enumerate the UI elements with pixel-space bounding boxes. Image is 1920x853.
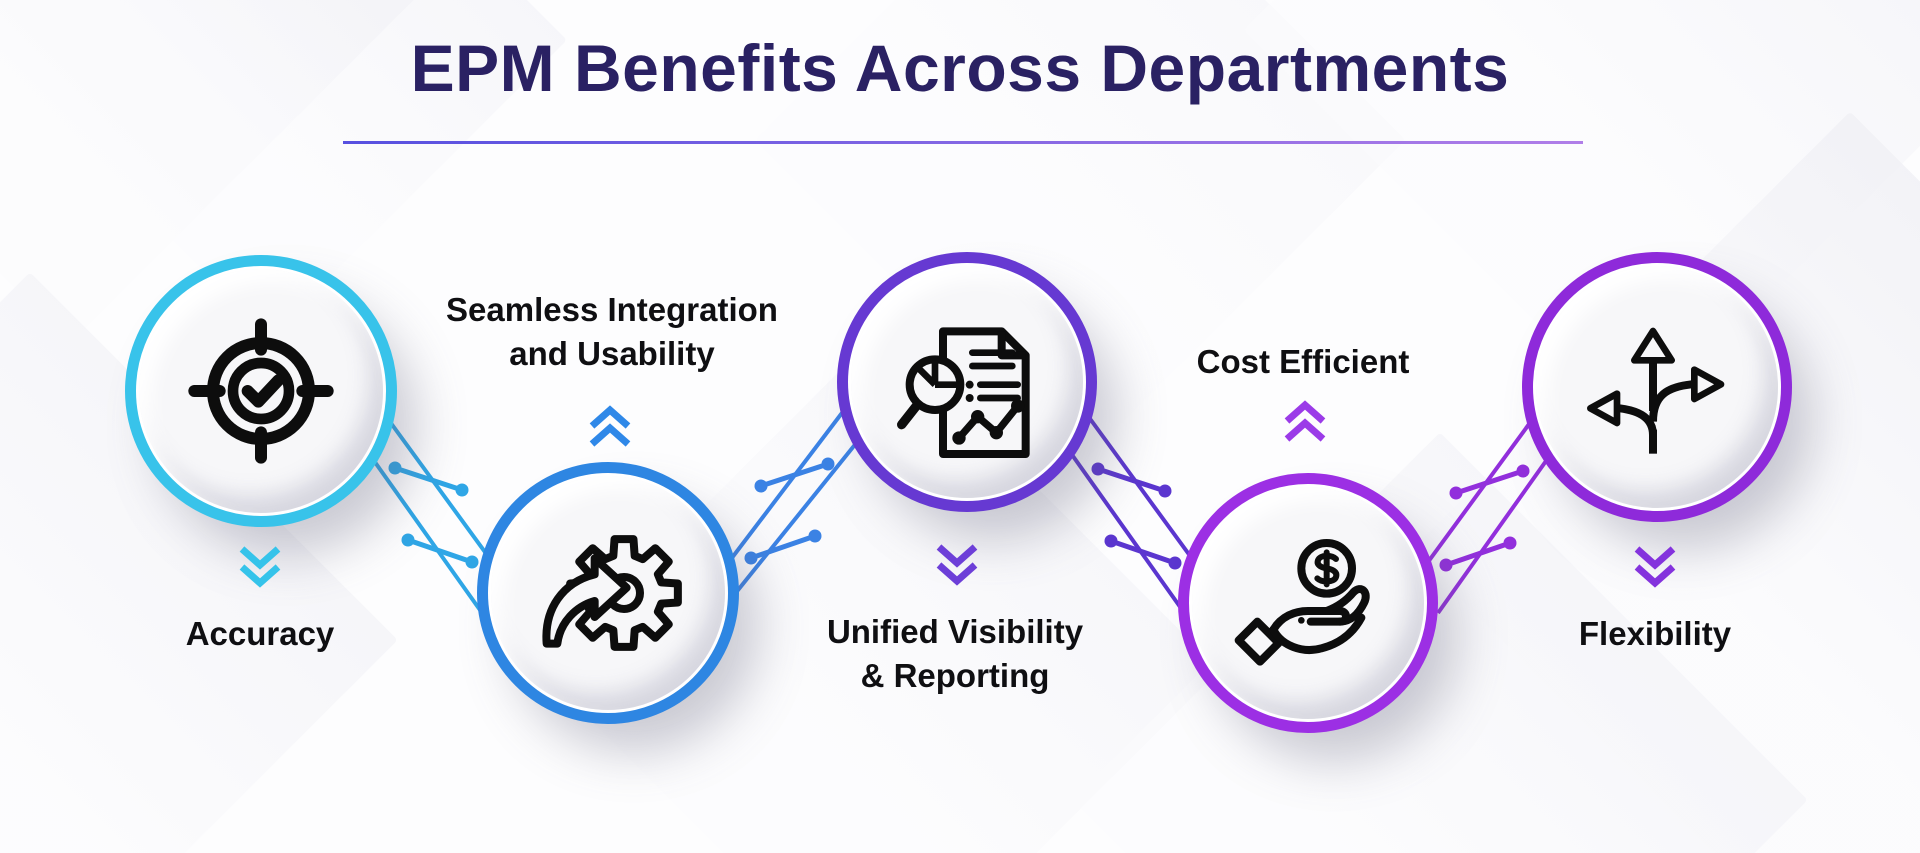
benefit-circle-flexibility xyxy=(1522,252,1792,522)
benefit-circle-unified-visibility xyxy=(837,252,1097,512)
chevron-down-icon xyxy=(1632,544,1678,588)
target-check-icon xyxy=(188,318,334,464)
hand-dollar-icon xyxy=(1234,539,1370,666)
report-analytics-icon xyxy=(897,327,1030,458)
title-underline xyxy=(343,141,1583,144)
chevron-up-icon xyxy=(587,405,633,449)
chevron-down-icon xyxy=(237,544,283,588)
benefit-label-accuracy: Accuracy xyxy=(185,615,335,652)
connector-integration-visibility xyxy=(701,403,880,602)
benefit-label-flexibility: Flexibility xyxy=(1578,615,1732,652)
chevron-up-icon xyxy=(1282,400,1328,444)
page-title: EPM Benefits Across Departments xyxy=(410,31,1510,105)
benefit-label-cost-efficient: Cost Efficient xyxy=(1196,343,1410,380)
benefit-circle-cost-efficient xyxy=(1178,473,1438,733)
benefit-label-unified-visibility: Unified Visibility & Reporting xyxy=(826,613,1084,694)
chevron-down-icon xyxy=(934,542,980,586)
benefit-circle-accuracy xyxy=(125,255,397,527)
benefit-circle-seamless-integration xyxy=(477,462,739,724)
gear-arrow-icon xyxy=(542,535,682,651)
benefit-label-seamless-integration: Seamless Integration and Usability xyxy=(446,291,778,372)
direction-arrows-icon xyxy=(1587,327,1725,454)
